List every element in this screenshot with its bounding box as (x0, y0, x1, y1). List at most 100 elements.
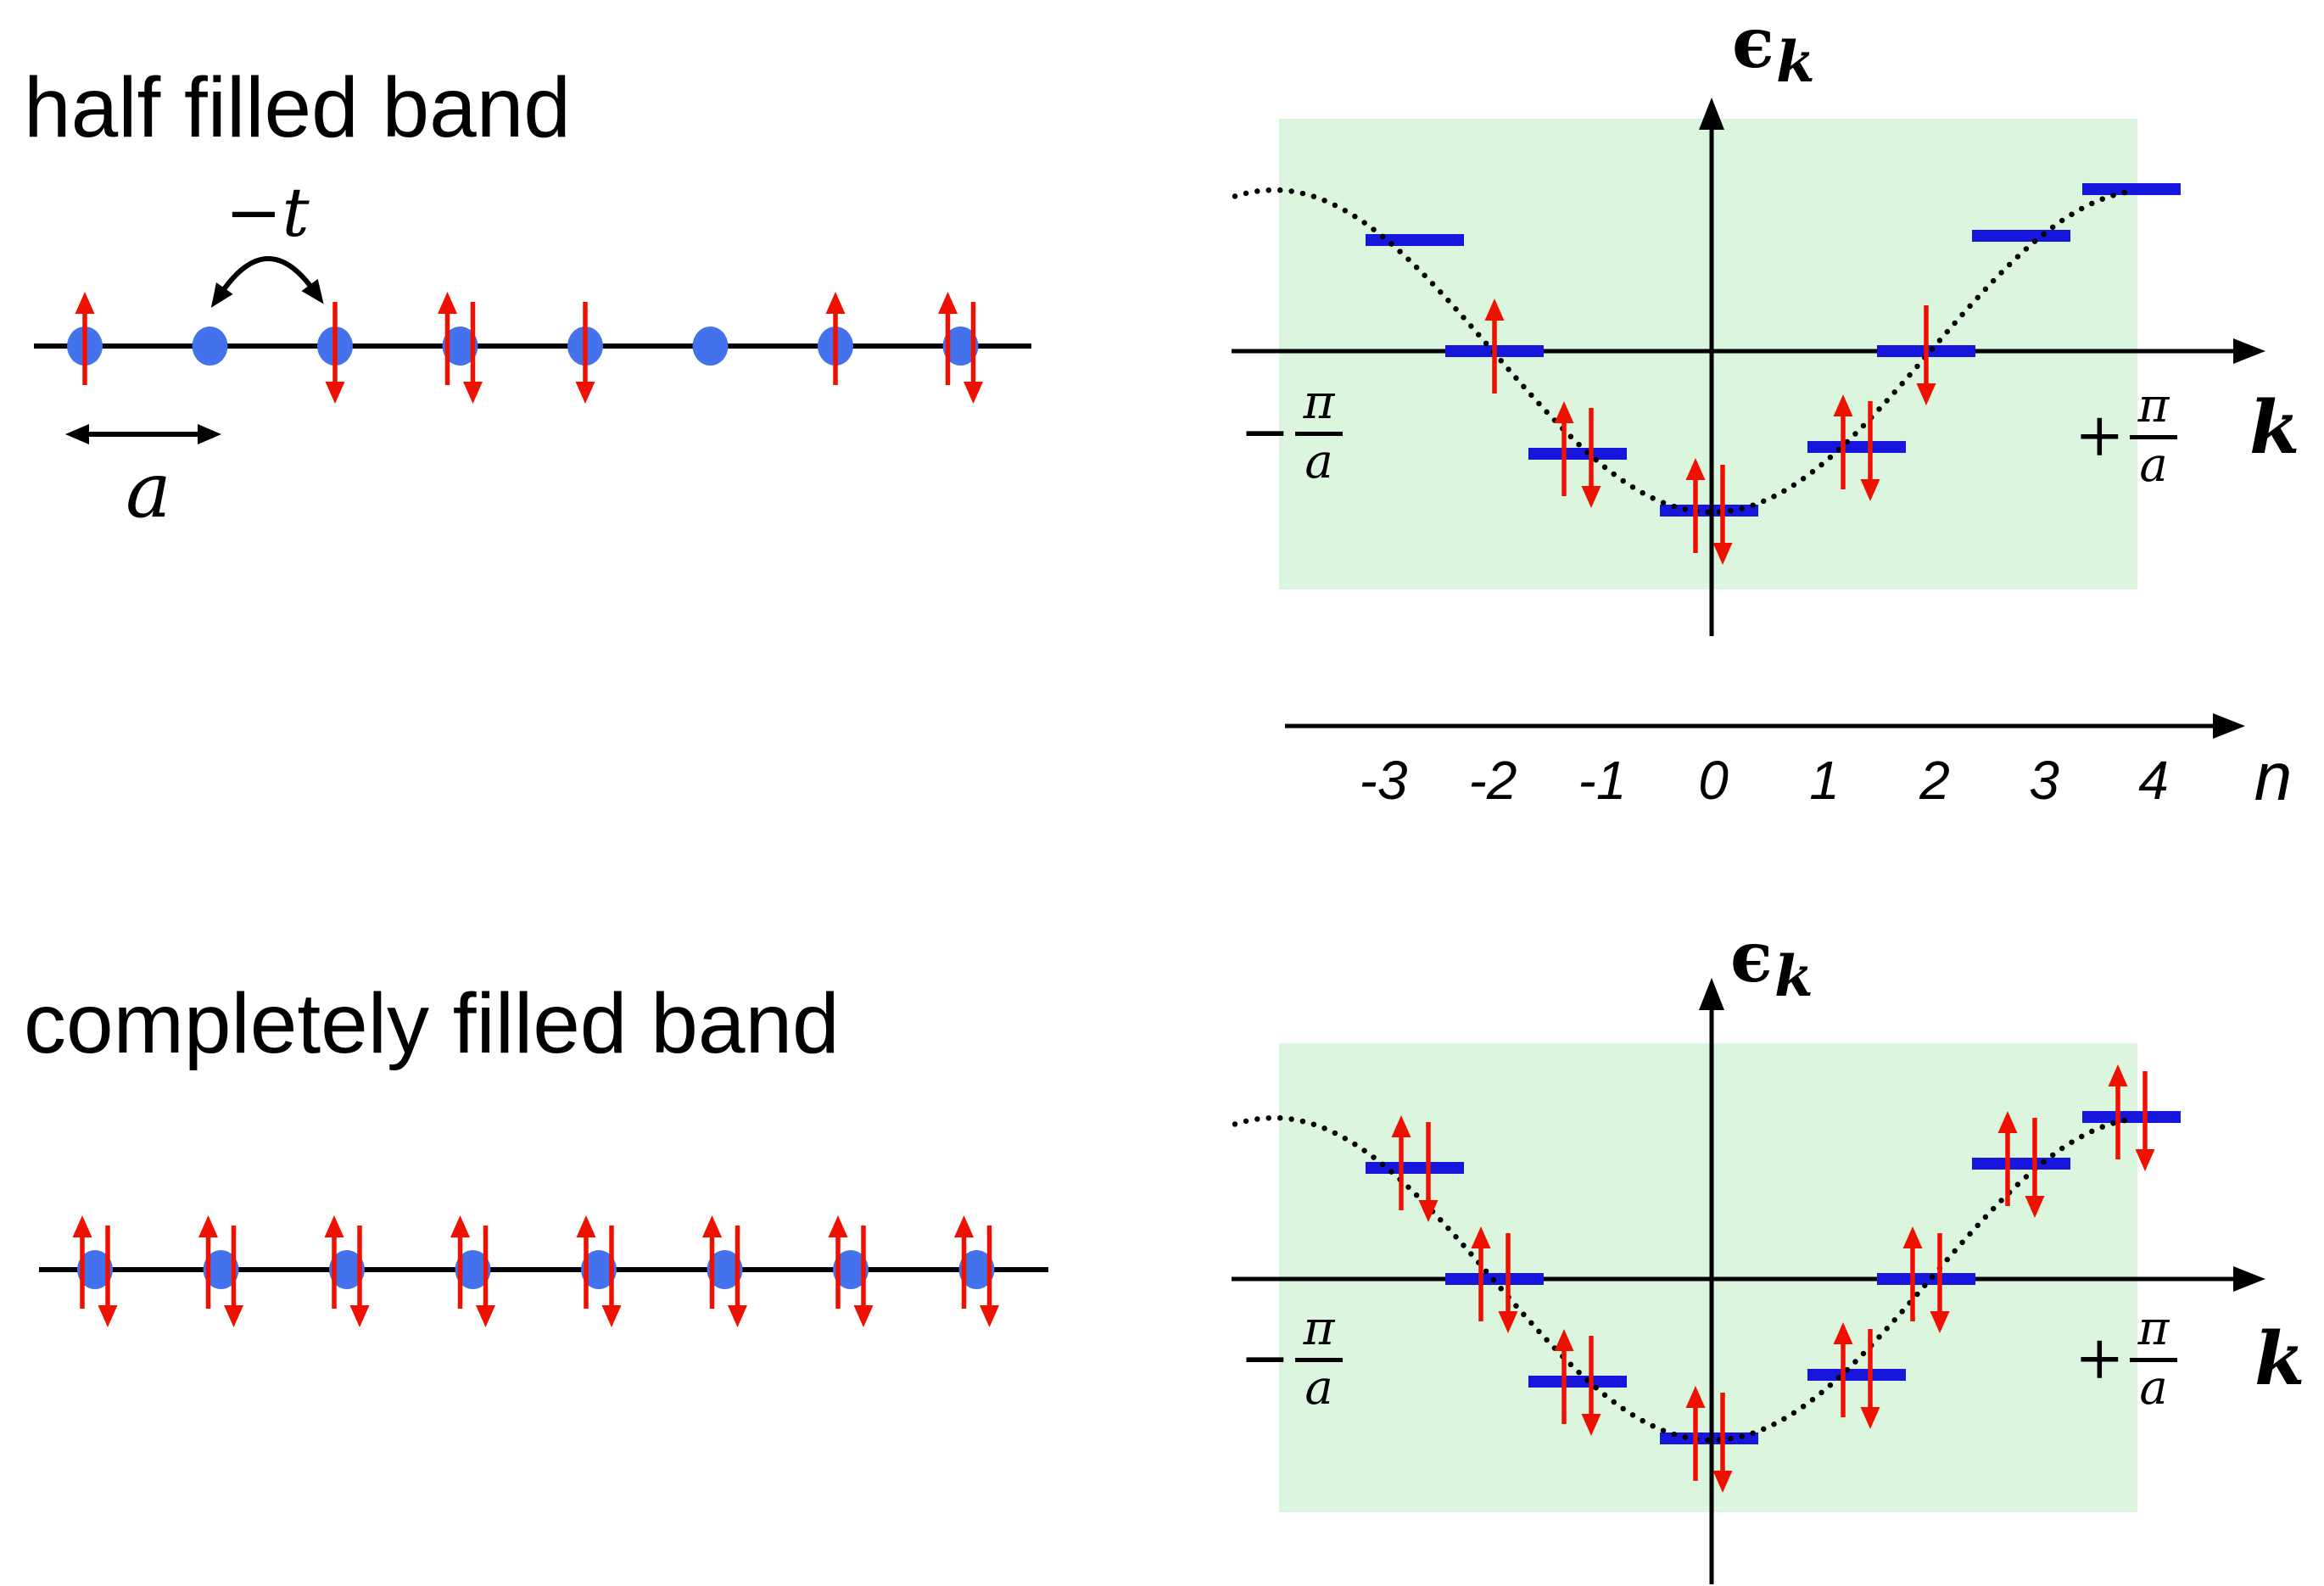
energy-axis-label: ϵ k (1730, 923, 1813, 1004)
atom (707, 1250, 743, 1289)
minus-pi-over-a-label: − π a (1240, 1303, 1344, 1416)
atom (455, 1250, 491, 1289)
dispersion-curve (1232, 1114, 2134, 1444)
spin-down-arrow-head (1581, 486, 1601, 508)
spin-up-arrow-head (828, 1215, 848, 1237)
k-axis-label: k (2249, 385, 2300, 471)
atom (442, 327, 478, 366)
section-title-half-filled: half filled band (24, 60, 571, 155)
spin-up-arrow-head (1554, 401, 1574, 423)
band-plots (1232, 98, 2265, 1584)
energy-level-bar (1528, 1376, 1627, 1388)
spin-down-arrow-head (964, 382, 983, 404)
spin-down-arrow-head (728, 1305, 747, 1327)
spin-up-arrow-head (825, 292, 846, 314)
spin-up-arrow-head (72, 1215, 92, 1237)
lattice-constant-label: a (126, 446, 171, 535)
atom-chains (34, 292, 1048, 1327)
spin-up-arrow-head (1471, 1226, 1491, 1248)
spin-up-arrow-head (1833, 1322, 1853, 1344)
spin-up-arrow-head (438, 292, 457, 314)
spin-up-arrow-head (1554, 1329, 1574, 1351)
hopping-amplitude-label: −t (225, 173, 310, 252)
denominator: a (2139, 1360, 2168, 1416)
energy-level-bar (1807, 441, 1906, 453)
atom (942, 327, 979, 366)
n-tick-label: -3 (1359, 750, 1408, 811)
spin-down-arrow-head (1712, 1471, 1733, 1493)
spin-up-arrow-head (702, 1215, 722, 1237)
spin-down-arrow-head (1930, 1311, 1950, 1333)
epsilon-subscript: k (1775, 29, 1815, 95)
energy-level-bar (1972, 230, 2070, 242)
spin-down-arrow-head (325, 382, 345, 404)
plus-pi-over-a-label: + π a (2075, 380, 2178, 493)
atom (77, 1250, 113, 1289)
spin-up-arrow-head (1391, 1115, 1411, 1137)
atom (833, 1250, 869, 1289)
epsilon-subscript: k (1774, 943, 1813, 1009)
energy-level-bar (2082, 183, 2181, 195)
spin-down-arrow-head (2135, 1149, 2155, 1171)
spin-up-arrow-head (450, 1215, 470, 1237)
spin-down-arrow-head (1916, 383, 1936, 405)
epsilon-symbol: ϵ (1730, 917, 1773, 998)
brillouin-zone-shading (1279, 119, 2137, 589)
energy-level-bar (1877, 1273, 1975, 1285)
spin-up-arrow-head (2108, 1064, 2128, 1086)
spin-down-arrow-head (476, 1305, 495, 1327)
denominator: a (1304, 433, 1333, 489)
denominator: a (2139, 437, 2168, 493)
spin-down-arrow-head (1418, 1200, 1439, 1222)
spin-down-arrow-head (1498, 1311, 1518, 1333)
spin-down-arrow-head (98, 1305, 118, 1327)
n-tick-label: -2 (1468, 750, 1517, 811)
atom (581, 1250, 617, 1289)
spin-down-arrow-head (2025, 1196, 2045, 1218)
n-tick-label: 3 (2029, 750, 2059, 811)
atom (958, 1250, 995, 1289)
spin-down-arrow-head (575, 382, 595, 404)
sign: − (1240, 1322, 1290, 1393)
spin-up-arrow-head (1833, 394, 1853, 416)
numerator: π (2129, 1303, 2178, 1362)
atom (692, 327, 729, 366)
denominator: a (1304, 1360, 1333, 1416)
spin-down-arrow-head (980, 1305, 999, 1327)
atom (203, 1250, 239, 1289)
epsilon-symbol: ϵ (1732, 3, 1774, 84)
atom (192, 327, 228, 366)
spin-up-arrow-head (576, 1215, 596, 1237)
sign: + (2075, 399, 2125, 470)
spin-down-arrow-head (463, 382, 483, 404)
spin-up-arrow-head (324, 1215, 344, 1237)
n-tick-label: 0 (1698, 750, 1729, 811)
energy-axis-label: ϵ k (1732, 8, 1815, 90)
spin-down-arrow-head (853, 1305, 874, 1327)
full-band-chain (39, 1215, 1048, 1327)
hopping-arrow (210, 256, 324, 308)
dispersion-curve (1232, 187, 2134, 516)
spin-up-arrow-head (1902, 1226, 1923, 1248)
numerator: π (1294, 1303, 1344, 1362)
numerator: π (2129, 380, 2178, 439)
spin-up-arrow-head (1685, 1386, 1706, 1408)
n-tick-label: 2 (1919, 750, 1950, 811)
numerator: π (1294, 377, 1344, 436)
minus-pi-over-a-label: − π a (1240, 377, 1344, 489)
spin-up-arrow-head (1997, 1111, 2018, 1133)
spin-up-arrow-head (1685, 458, 1706, 480)
spin-up-arrow-head (954, 1215, 974, 1237)
energy-level-bar (2082, 1111, 2181, 1123)
n-axis-label: n (2254, 739, 2293, 814)
section-title-completely-filled: completely filled band (24, 976, 840, 1071)
n-tick-label: -1 (1578, 750, 1627, 811)
spin-down-arrow-head (1712, 543, 1733, 565)
sign: − (1240, 396, 1290, 466)
half-filled-band-dispersion (1232, 98, 2265, 739)
spin-down-arrow-head (1860, 1407, 1880, 1429)
spin-down-arrow-head (349, 1305, 370, 1327)
n-tick-label: 1 (1809, 750, 1840, 811)
